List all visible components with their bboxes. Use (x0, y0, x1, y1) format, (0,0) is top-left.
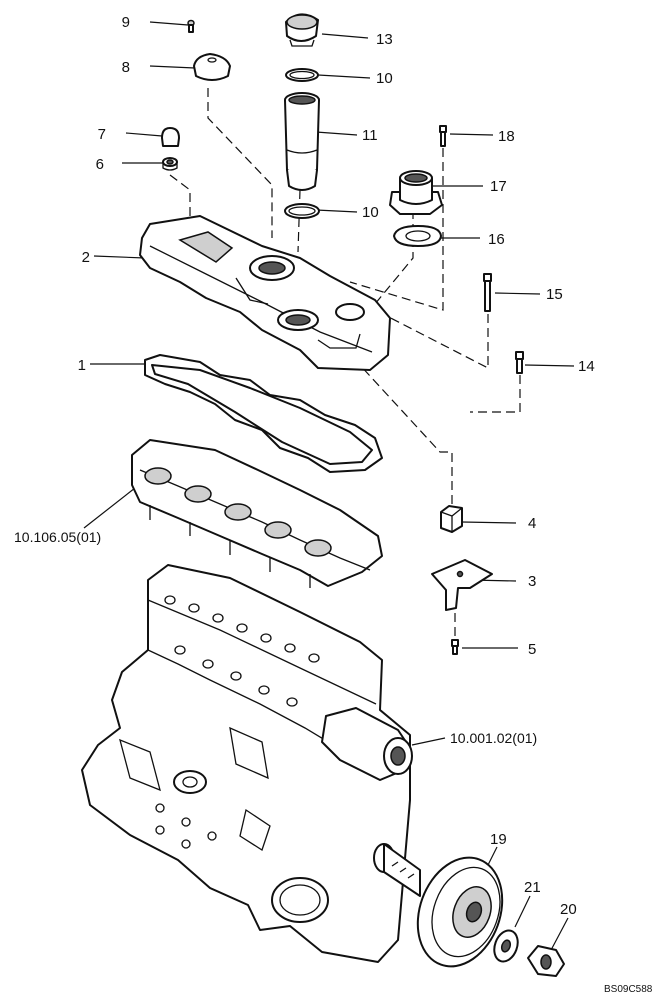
washer-part-21 (493, 929, 519, 963)
callout-8: 8 (122, 59, 130, 76)
callout-5: 5 (528, 641, 536, 658)
screw-part-9 (187, 19, 195, 33)
callout-15: 15 (546, 286, 563, 303)
callout-14: 14 (578, 358, 595, 375)
cylinder-head-reference[interactable]: 10.106.05(01) (14, 529, 101, 545)
fitting-part-17 (389, 170, 443, 215)
engine-block-assembly (81, 564, 413, 963)
engine-block-boss-holes (155, 803, 217, 849)
callout-9: 9 (122, 14, 130, 31)
assembly-dash-lines (169, 88, 521, 640)
filler-tube-part-11 (284, 92, 320, 191)
head-gasket-part-1 (144, 354, 383, 473)
o-ring-part-10-top (285, 68, 319, 82)
callout-21: 21 (524, 879, 541, 896)
callout-leaders (83, 21, 575, 953)
nut-part-20 (527, 945, 565, 977)
callout-4: 4 (528, 515, 536, 532)
bracket-part-3 (431, 559, 493, 611)
callout-numbers: 9 8 13 10 7 11 6 18 17 10 16 2 15 1 14 4… (78, 14, 595, 918)
long-bolt-part-15 (483, 273, 492, 312)
callout-2: 2 (82, 249, 90, 266)
cylinder-head-assembly (131, 439, 383, 588)
callout-7: 7 (98, 126, 106, 143)
callout-11: 11 (362, 127, 378, 144)
engine-block-bolt-holes (164, 595, 320, 707)
engine-block-reference[interactable]: 10.001.02(01) (450, 730, 537, 746)
callout-13: 13 (376, 31, 393, 48)
cylinder-head-ports (144, 467, 332, 557)
gasket-part-16 (393, 225, 442, 247)
callout-6: 6 (96, 156, 104, 173)
o-ring-part-10-lower (284, 203, 320, 219)
callout-20: 20 (560, 901, 577, 918)
bolt-part-18 (439, 125, 447, 147)
callout-10-top: 10 (376, 70, 393, 87)
breather-cap-part-8 (193, 53, 231, 81)
valve-cover-part-2 (139, 215, 391, 371)
pulley-part-19 (416, 856, 504, 968)
callout-10-lower: 10 (362, 204, 379, 221)
callout-16: 16 (488, 231, 505, 248)
filler-cap-part-13 (285, 13, 319, 47)
bolt-part-5 (451, 639, 459, 655)
callout-1: 1 (78, 357, 86, 374)
crankshaft-nose (373, 843, 421, 897)
callout-18: 18 (498, 128, 515, 145)
bolt-part-14 (515, 351, 524, 374)
block-part-4 (440, 505, 463, 533)
callout-19: 19 (490, 831, 507, 848)
washer-part-6 (162, 157, 178, 171)
drawing-code: BS09C588 (604, 984, 653, 995)
callout-3: 3 (528, 573, 536, 590)
callout-17: 17 (490, 178, 507, 195)
cap-part-7 (161, 127, 180, 147)
